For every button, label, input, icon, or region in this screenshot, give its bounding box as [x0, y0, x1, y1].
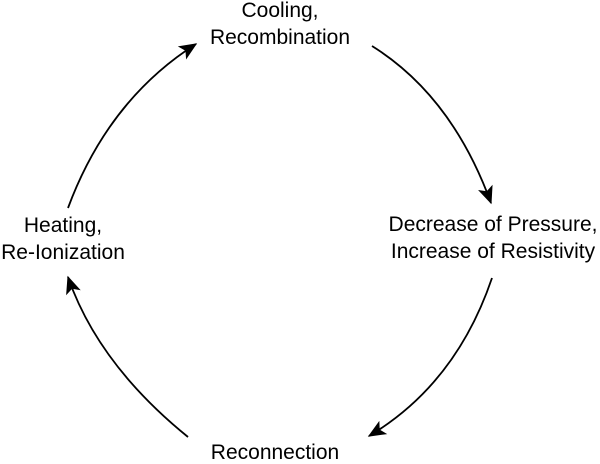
arc-left-to-top — [67, 43, 198, 209]
arc-bottom-to-left — [66, 275, 189, 438]
node-label-line: Recombination — [209, 26, 351, 49]
arc-right-to-bottom — [367, 277, 493, 437]
node-label-line: Increase of Resistivity — [390, 240, 596, 263]
node-label-line: Decrease of Pressure, — [388, 213, 598, 236]
node-label-line: Cooling, — [241, 0, 319, 22]
node-heating-reionization: Heating, Re-Ionization — [1, 212, 125, 266]
node-pressure-resistivity: Decrease of Pressure, Increase of Resist… — [389, 211, 598, 265]
node-label-line: Heating, — [23, 214, 103, 237]
arc-top-to-right — [371, 45, 493, 205]
node-cooling-recombination: Cooling, Recombination — [210, 0, 350, 51]
node-reconnection: Reconnection — [211, 439, 339, 464]
node-label-line: Re-Ionization — [1, 241, 125, 264]
node-label-line: Reconnection — [210, 441, 340, 464]
